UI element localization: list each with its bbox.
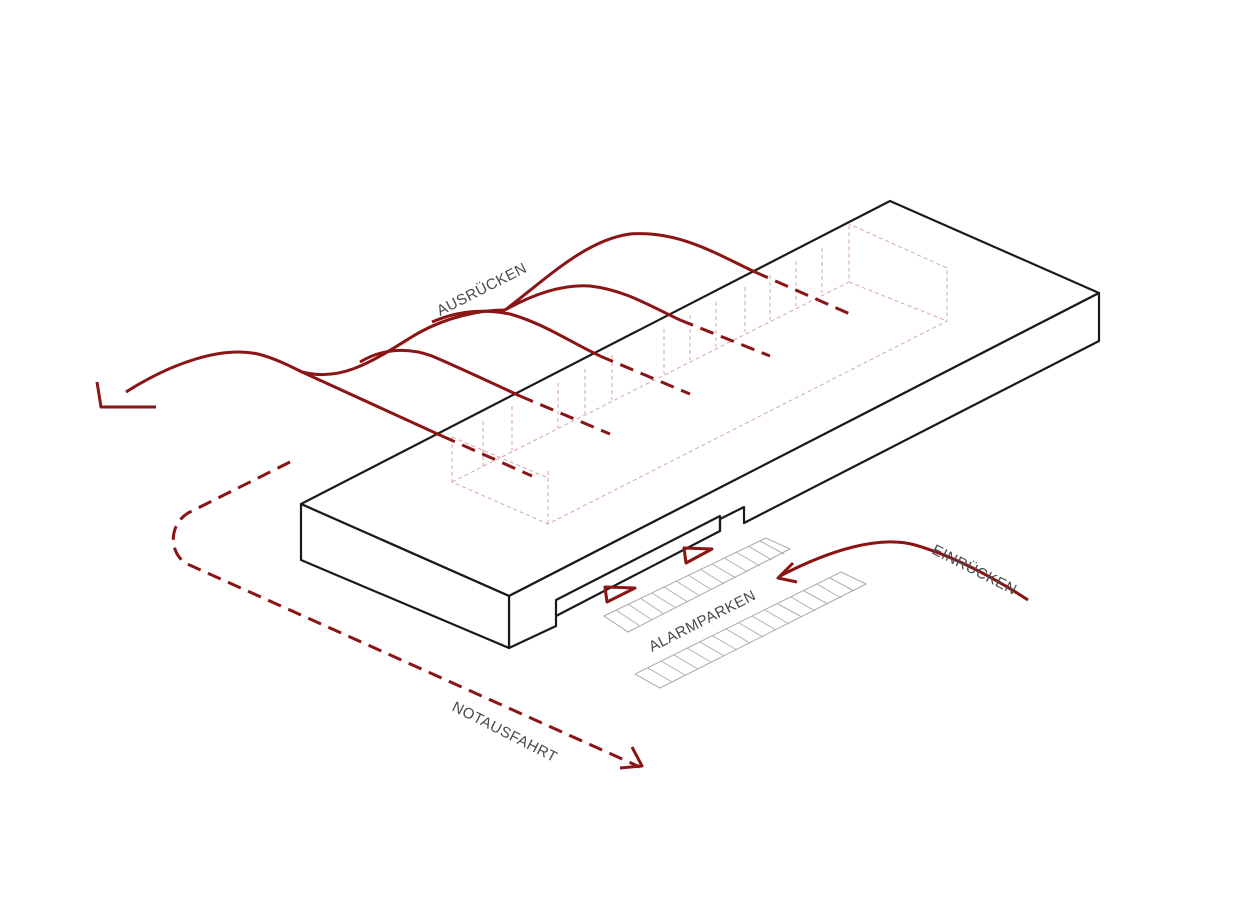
- slab-left-face: [299, 502, 511, 650]
- left-arrow-icon: [95, 381, 156, 409]
- parking-row-upper-dividers: [615, 540, 785, 627]
- parking-row-lower-dividers: [647, 577, 855, 683]
- exit-route-3: [431, 309, 601, 358]
- arrow-head-icon: [619, 746, 644, 770]
- exit-route-1: [301, 370, 443, 438]
- exit-route-4-dashed: [679, 318, 771, 358]
- emergency-route-line: [171, 460, 641, 769]
- arrow-head-icon: [776, 561, 798, 584]
- triangle-marker-icon: [603, 585, 637, 604]
- exit-route-5-dashed: [754, 270, 851, 316]
- front-recess-edge: [554, 514, 722, 616]
- label-einruecken: EINRÜCKEN: [929, 541, 1020, 599]
- direction-markers: [603, 546, 714, 604]
- building-slab: [299, 199, 1101, 650]
- exit-route-2: [359, 348, 521, 398]
- exit-route-5: [504, 232, 756, 312]
- exit-route-2-dashed: [519, 394, 611, 436]
- triangle-marker-icon: [682, 546, 714, 565]
- entry-route: [776, 540, 1029, 602]
- emergency-exit-route: [171, 460, 644, 770]
- exit-route-3-dashed: [599, 354, 691, 396]
- alarm-parking: [602, 537, 868, 689]
- exit-route-1-dashed: [441, 434, 533, 478]
- exit-route-4: [504, 284, 681, 322]
- label-notausfahrt: NOTAUSFAHRT: [449, 698, 560, 766]
- entry-route-line: [779, 540, 1029, 602]
- vehicle-bays-hidden: [451, 223, 948, 525]
- exit-routes: [95, 232, 851, 478]
